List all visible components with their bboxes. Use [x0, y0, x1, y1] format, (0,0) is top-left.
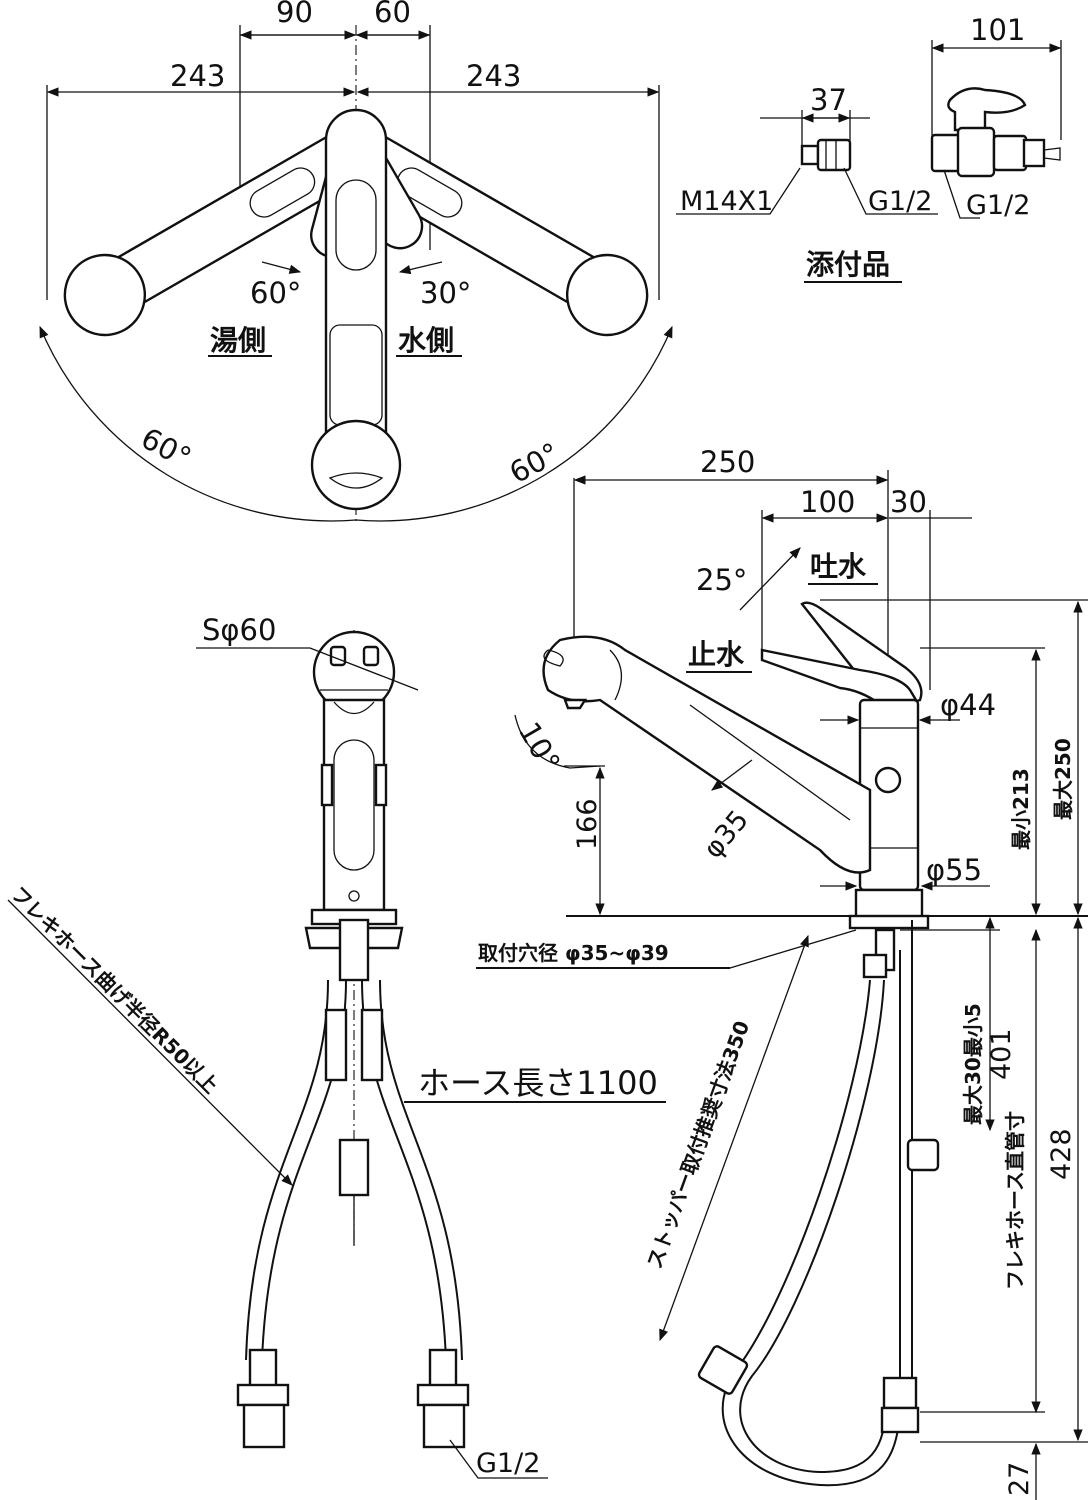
dim-401: 401 — [986, 1028, 1017, 1080]
angle-cold: 30° — [420, 276, 471, 310]
max30-min5: 最大30最小5 — [961, 1003, 985, 1125]
dim-243-right: 243 — [466, 59, 521, 93]
front-thread: G1/2 — [476, 1448, 540, 1479]
dim-101: 101 — [970, 13, 1025, 47]
angle-10: 10° — [512, 716, 567, 778]
thread-g12-a: G1/2 — [868, 186, 932, 217]
hose-length: ホース長さ1100 — [418, 1064, 658, 1102]
dia-44: φ44 — [940, 688, 996, 722]
label-cold-side: 水側 — [398, 324, 454, 357]
sphere-diameter: Sφ60 — [202, 613, 276, 647]
sweep-left: 60° — [136, 421, 197, 475]
dim-37: 37 — [810, 83, 847, 117]
label-hot-side: 湯側 — [210, 324, 266, 357]
dim-100: 100 — [800, 485, 855, 519]
hose-bend-radius: フレキホース曲げ半径R50以上 — [6, 882, 223, 1099]
stopper-dimension: ストッパー取付推奨寸法350 — [642, 1018, 754, 1272]
dim-60: 60 — [374, 0, 411, 29]
thread-m14: M14X1 — [680, 186, 773, 217]
side-view: 250 100 30 25° 吐水 止水 10° 166 — [476, 445, 1088, 1500]
mount-hole: 取付穴径 φ35~φ39 — [478, 941, 669, 965]
label-close: 止水 — [688, 638, 745, 671]
front-view: Sφ60 G1/2 フレキホース曲げ半径R50以上 ホース長さ1100 — [6, 613, 666, 1479]
accessories: 37 M14X1 G1/2 101 G1/2 添付品 — [676, 13, 1062, 283]
top-view: 90 60 243 243 60° 30° 湯側 水側 60° 60° — [39, 0, 673, 525]
dim-428: 428 — [1046, 1128, 1077, 1180]
dim-27: 27 — [1004, 1462, 1035, 1496]
max-250: 最大250 — [1051, 738, 1075, 820]
thread-g12-b: G1/2 — [966, 190, 1030, 221]
dim-30: 30 — [890, 485, 927, 519]
dia-55: φ55 — [926, 853, 982, 887]
dia-35: φ35 — [698, 805, 755, 865]
dim-243-left: 243 — [170, 59, 225, 93]
sweep-right: 60° — [504, 436, 565, 490]
dim-250: 250 — [700, 445, 755, 479]
accessories-title: 添付品 — [806, 248, 890, 281]
dim-166: 166 — [572, 798, 603, 850]
angle-hot: 60° — [250, 276, 301, 310]
spout-top-body — [324, 108, 388, 472]
angle-25: 25° — [696, 563, 747, 597]
min-213: 最小213 — [1009, 768, 1033, 850]
flex-straight: フレキホース直管寸 — [1003, 1111, 1027, 1290]
label-open: 吐水 — [810, 550, 867, 583]
dim-90: 90 — [276, 0, 313, 29]
